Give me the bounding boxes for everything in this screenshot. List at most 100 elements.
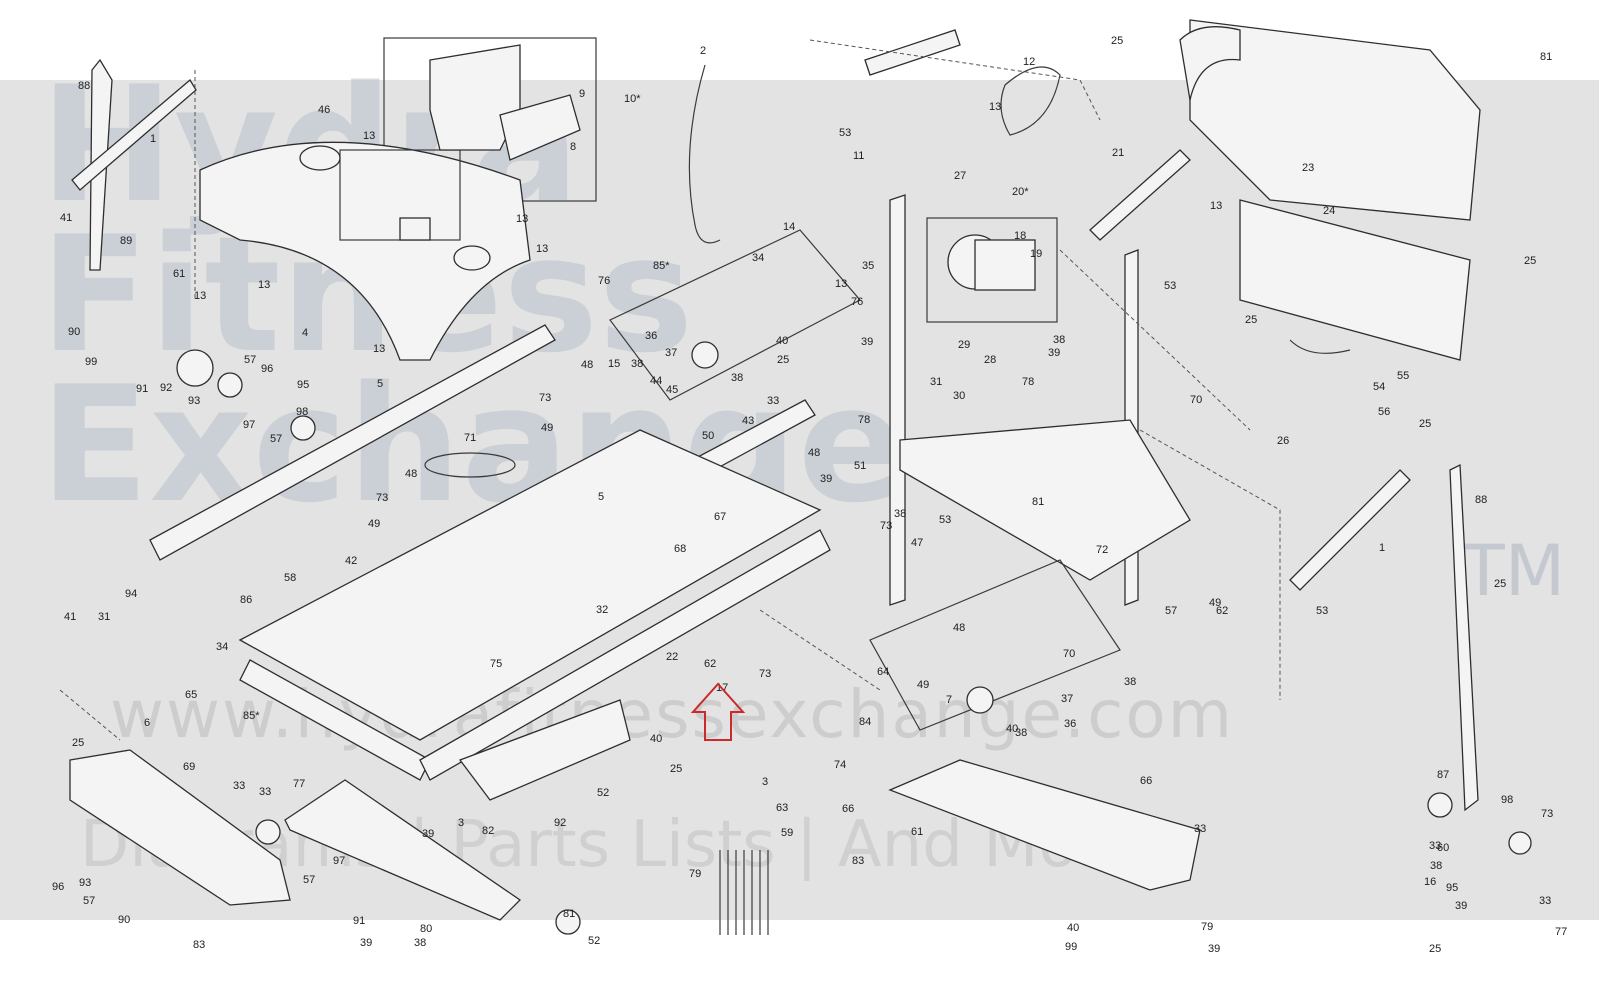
callout-c45: 25 — [1245, 314, 1258, 326]
callout-c35: 19 — [1030, 248, 1043, 260]
callout-c29: 76 — [598, 275, 611, 287]
watermark-trademark: TM — [1462, 530, 1566, 612]
callout-c159: 33 — [1429, 840, 1442, 852]
callout-c60: 39 — [1048, 347, 1061, 359]
callout-c30: 85* — [653, 260, 670, 272]
callout-c165: 95 — [1446, 882, 1459, 894]
incline-wheel-bottom — [966, 686, 994, 714]
callout-c77: 97 — [243, 419, 256, 431]
callout-c50: 57 — [244, 354, 257, 366]
callout-c47: 91 — [136, 383, 149, 395]
callout-c105: 25 — [1494, 578, 1507, 590]
callout-c55: 25 — [777, 354, 790, 366]
callout-c5: 46 — [318, 104, 331, 116]
callout-c13: 13 — [989, 101, 1002, 113]
callout-c118: 64 — [877, 666, 890, 678]
callout-c141: 33 — [259, 786, 272, 798]
callout-c138: 74 — [834, 759, 847, 771]
rear-roller — [176, 349, 214, 387]
dash-guide-2 — [1059, 249, 1251, 431]
base-plate — [888, 759, 1201, 891]
hood-base-plate — [1239, 199, 1471, 361]
callout-c111: 41 — [64, 611, 77, 623]
left-side-rail — [149, 324, 556, 561]
base-frame — [899, 419, 1191, 581]
callout-c155: 66 — [842, 803, 855, 815]
callout-c121: 22 — [666, 651, 679, 663]
motor-hood — [1189, 19, 1481, 221]
incline-motor-panel-top — [609, 229, 861, 401]
callout-c14: 53 — [839, 127, 852, 139]
power-cord — [1289, 339, 1351, 354]
motor-shield — [458, 699, 631, 801]
callout-c182: 39 — [1208, 943, 1221, 955]
callout-c15: 11 — [853, 150, 865, 162]
upright-foot-pad — [1427, 792, 1453, 818]
callout-c74: 70 — [1190, 394, 1203, 406]
callout-c102: 68 — [674, 543, 687, 555]
callout-c143: 52 — [597, 787, 610, 799]
callout-c181: 40 — [1067, 922, 1080, 934]
callout-c160: 57 — [303, 874, 316, 886]
callout-c73: 78 — [858, 414, 871, 426]
callout-c44: 38 — [1053, 334, 1066, 346]
callout-c46: 99 — [85, 356, 98, 368]
callout-c163: 38 — [1430, 860, 1443, 872]
callout-c166: 96 — [52, 881, 65, 893]
left-foot-pad — [217, 372, 243, 398]
dash-guide-4 — [59, 689, 121, 741]
callout-c114: 48 — [953, 622, 966, 634]
callout-c54: 40 — [776, 335, 789, 347]
left-frame-upright — [889, 194, 906, 606]
callout-c110: 53 — [1316, 605, 1329, 617]
callout-c6: 13 — [363, 130, 376, 142]
callout-c4: 89 — [120, 235, 133, 247]
callout-c65: 5 — [377, 378, 384, 390]
callout-c48: 92 — [160, 382, 173, 394]
callout-c92: 53 — [939, 514, 952, 526]
callout-c20: 20* — [1012, 186, 1029, 198]
callout-c80: 49 — [541, 422, 554, 434]
callout-c172: 81 — [563, 908, 576, 920]
callout-c37: 90 — [68, 326, 81, 338]
left-handrail — [71, 79, 197, 191]
callout-c69: 45 — [666, 384, 679, 396]
callout-c70: 44 — [650, 375, 663, 387]
callout-c8: 10* — [624, 93, 641, 105]
callout-c41: 13 — [835, 278, 848, 290]
right-foot-pad — [290, 415, 316, 441]
callout-c34: 18 — [1014, 230, 1027, 242]
dash-guide-3 — [1139, 429, 1281, 700]
callout-c33: 35 — [862, 260, 875, 272]
rear-roller-guard — [239, 659, 431, 781]
callout-c115: 70 — [1063, 648, 1076, 660]
callout-c58: 31 — [930, 376, 943, 388]
callout-c12: 12 — [1023, 56, 1036, 68]
callout-c158: 60 — [1437, 842, 1450, 854]
left-frame-handlebar — [864, 29, 961, 76]
callout-c22: 13 — [1210, 200, 1223, 212]
callout-c18: 23 — [1302, 162, 1315, 174]
callout-c76: 25 — [1419, 418, 1432, 430]
callout-c7: 9 — [579, 88, 586, 100]
callout-c56: 38 — [731, 372, 744, 384]
callout-c98: 47 — [911, 537, 924, 549]
rear-leg — [284, 779, 522, 921]
rear-foot-cover — [69, 749, 291, 906]
callout-c83: 26 — [1277, 435, 1290, 447]
rear-wheel-left — [255, 819, 281, 845]
console-cupholder-left — [299, 145, 341, 171]
callout-c94: 49 — [368, 518, 381, 530]
callout-c148: 73 — [1541, 808, 1554, 820]
callout-c169: 39 — [1455, 900, 1468, 912]
callout-c154: 59 — [781, 827, 794, 839]
wire-harness — [688, 64, 721, 244]
right-frame-handlebar — [1089, 149, 1191, 241]
callout-c183: 25 — [1429, 943, 1442, 955]
callout-c142: 77 — [293, 778, 306, 790]
callout-c162: 79 — [689, 868, 702, 880]
console-housing — [199, 141, 531, 361]
callout-c175: 90 — [118, 914, 131, 926]
